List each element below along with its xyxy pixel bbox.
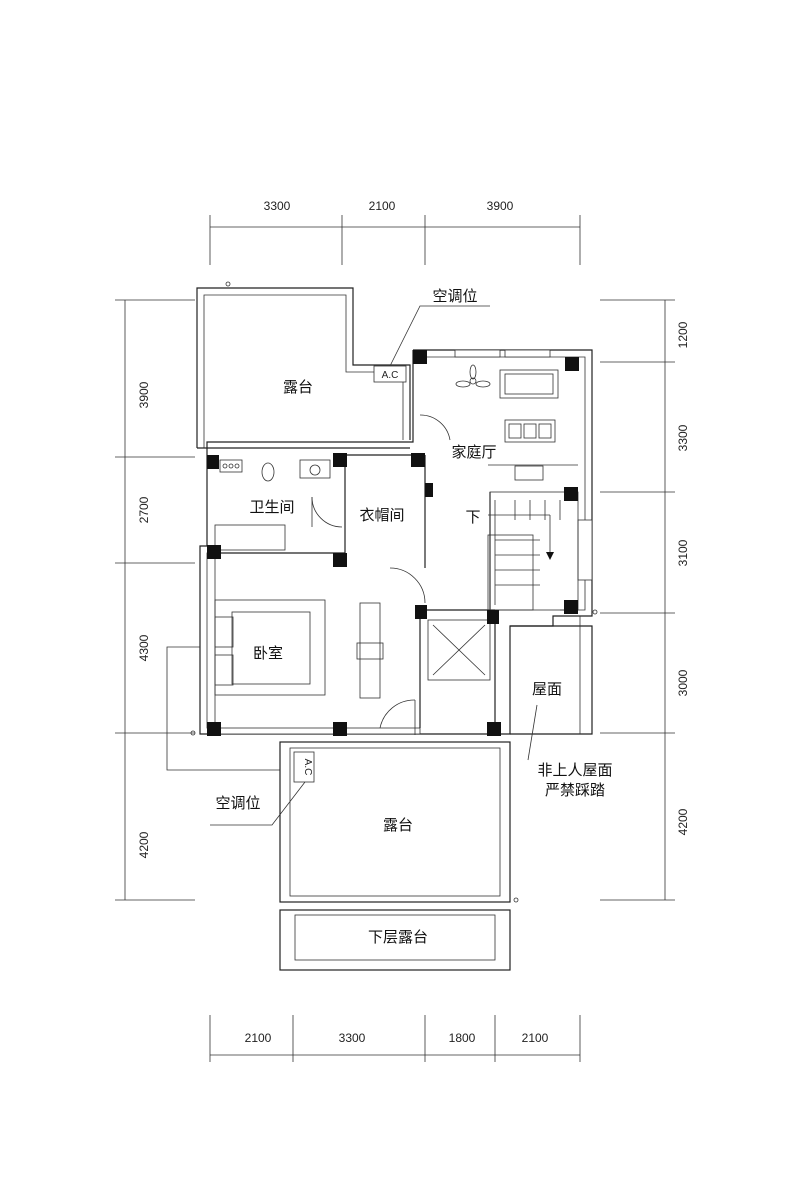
dimension-left: 3900 2700 4300 4200	[115, 299, 195, 901]
dim-bottom-1: 2100	[245, 1031, 272, 1045]
label-cloakroom: 衣帽间	[359, 506, 404, 524]
bathtub-icon	[214, 524, 286, 551]
dim-right-2: 3300	[676, 424, 690, 451]
wardrobe-icon	[359, 602, 381, 699]
dim-right-5: 4200	[676, 808, 690, 835]
sink-icon	[219, 459, 243, 473]
ac-unit-bottom-label: A.C	[302, 759, 313, 776]
dimension-bottom: 2100 3300 1800 2100	[209, 1015, 581, 1062]
dim-left-4: 4200	[137, 831, 151, 858]
window-bedroom-left	[206, 552, 216, 729]
dim-top-2: 2100	[369, 199, 396, 213]
terrace-lower	[279, 909, 511, 971]
dim-top-1: 3300	[264, 199, 291, 213]
window-bottom-left	[214, 727, 336, 735]
label-stair-down: 下	[465, 508, 480, 526]
toilet-icon	[261, 462, 275, 482]
stair	[489, 491, 579, 611]
dim-left-2: 2700	[137, 496, 151, 523]
left-ac-ledge	[166, 646, 280, 771]
dim-left-1: 3900	[137, 381, 151, 408]
window-top-2	[504, 349, 551, 358]
dim-left-3: 4300	[137, 634, 151, 661]
bed-frame	[214, 599, 326, 696]
dim-bottom-3: 1800	[449, 1031, 476, 1045]
label-terrace-north: 露台	[283, 378, 313, 396]
building-walls	[199, 349, 593, 736]
label-bathroom: 卫生间	[249, 498, 294, 516]
dim-bottom-4: 2100	[522, 1031, 549, 1045]
terrace-north: A.C 空调位	[196, 281, 490, 449]
label-bedroom: 卧室	[253, 644, 283, 662]
label-terrace-south: 露台	[383, 816, 413, 834]
sofa-icon	[499, 369, 559, 399]
label-roof-note-1: 非上人屋面	[537, 761, 612, 779]
window-right	[577, 519, 593, 581]
tv-cabinet-icon	[504, 419, 556, 443]
elevator-shaft-icon	[427, 619, 491, 681]
label-lower-terrace: 下层露台	[368, 928, 428, 946]
basin-icon	[299, 459, 331, 479]
label-roof-note-2: 严禁踩踏	[545, 781, 605, 799]
label-ac-bottom: 空调位	[215, 794, 260, 812]
dim-right-3: 3100	[676, 539, 690, 566]
dimension-top: 3300 2100 3900	[209, 199, 581, 265]
ac-unit-bottom	[293, 751, 315, 783]
ac-unit-top-label: A.C	[382, 370, 399, 381]
window-top-1	[454, 349, 501, 358]
dim-top-3: 3900	[487, 199, 514, 213]
dim-right-4: 3000	[676, 669, 690, 696]
bed-icon	[231, 611, 311, 685]
dim-bottom-2: 3300	[339, 1031, 366, 1045]
label-family-hall: 家庭厅	[451, 443, 496, 461]
window-bottom-mid	[344, 727, 421, 735]
dimension-right: 1200 3300 3100 3000 4200	[600, 299, 690, 901]
ceiling-fan-icon	[455, 364, 491, 388]
label-ac-top: 空调位	[432, 287, 477, 305]
terrace-south: A.C 空调位	[210, 741, 519, 903]
label-roof: 屋面	[532, 680, 562, 698]
tv-icon	[514, 465, 544, 481]
roof-area	[510, 609, 598, 761]
dim-right-1: 1200	[676, 321, 690, 348]
